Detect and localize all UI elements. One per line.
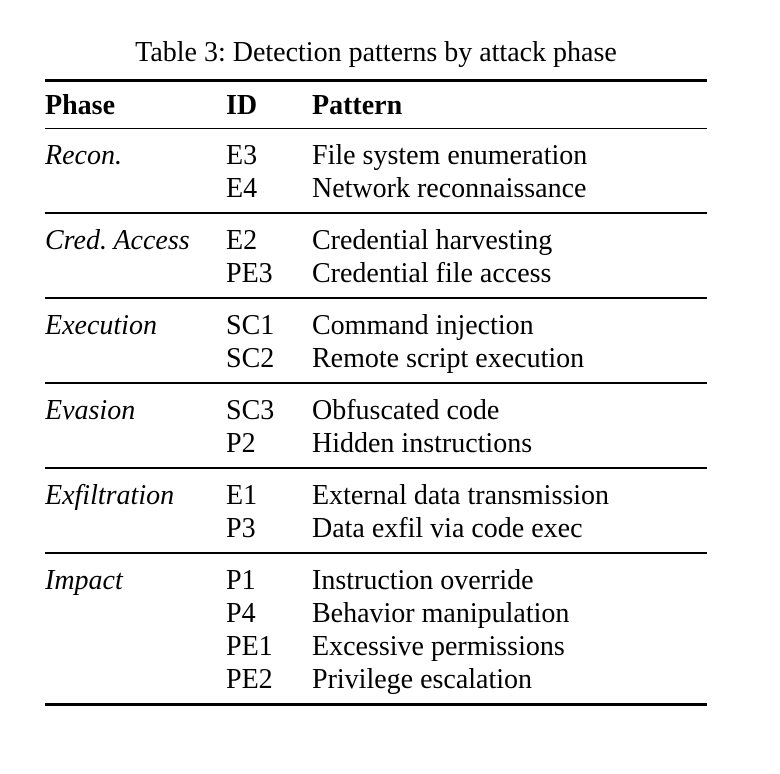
pattern-cell: File system enumeration: [312, 140, 588, 171]
phase-cell: [45, 342, 226, 383]
pattern-cell: Privilege escalation: [312, 664, 533, 695]
pattern-cell: Instruction override: [312, 565, 534, 596]
phase-cell: [45, 427, 226, 468]
id-cell: P4: [226, 598, 256, 629]
table-figure: Table 3: Detection patterns by attack ph…: [45, 36, 707, 706]
id-cell: E3: [226, 140, 258, 171]
table-caption: Table 3: Detection patterns by attack ph…: [135, 37, 617, 68]
id-cell: P3: [226, 513, 256, 544]
phase-cell: [45, 663, 226, 705]
table-row: P4 Behavior manipulation: [45, 597, 707, 630]
id-cell: E2: [226, 225, 258, 256]
id-cell: PE1: [226, 631, 273, 662]
table-row: Evasion SC3 Obfuscated code: [45, 383, 707, 427]
table-row: E4 Network reconnaissance: [45, 172, 707, 213]
table-row: PE1 Excessive permissions: [45, 630, 707, 663]
pattern-cell: Network reconnaissance: [312, 173, 587, 204]
id-cell: SC2: [226, 343, 275, 374]
table-row: PE2 Privilege escalation: [45, 663, 707, 705]
phase-cell: Exfiltration: [45, 480, 175, 511]
pattern-cell: Data exfil via code exec: [312, 513, 583, 544]
header-row: Phase ID Pattern: [45, 81, 707, 129]
pattern-cell: Credential file access: [312, 258, 552, 289]
id-cell: PE3: [226, 258, 273, 289]
col-header-id: ID: [226, 90, 258, 121]
phase-cell: [45, 512, 226, 553]
table-row: SC2 Remote script execution: [45, 342, 707, 383]
phase-cell: Execution: [45, 310, 157, 341]
id-cell: P1: [226, 565, 256, 596]
pattern-cell: Behavior manipulation: [312, 598, 570, 629]
col-header-pattern: Pattern: [312, 90, 403, 121]
phase-cell: Cred. Access: [45, 225, 190, 256]
id-cell: PE2: [226, 664, 273, 695]
table-row: Impact P1 Instruction override: [45, 553, 707, 597]
table-row: Execution SC1 Command injection: [45, 298, 707, 342]
pattern-cell: Obfuscated code: [312, 395, 500, 426]
pattern-cell: Excessive permissions: [312, 631, 565, 662]
phase-cell: Recon.: [45, 140, 122, 171]
phase-cell: Evasion: [45, 395, 136, 426]
id-cell: SC1: [226, 310, 275, 341]
pattern-cell: Hidden instructions: [312, 428, 533, 459]
detection-patterns-table: Phase ID Pattern Recon. E3 File system enu…: [45, 79, 707, 706]
id-cell: E4: [226, 173, 258, 204]
table-row: P3 Data exfil via code exec: [45, 512, 707, 553]
phase-cell: [45, 257, 226, 298]
table-row: PE3 Credential file access: [45, 257, 707, 298]
table-row: P2 Hidden instructions: [45, 427, 707, 468]
id-cell: P2: [226, 428, 256, 459]
pattern-cell: Remote script execution: [312, 343, 585, 374]
table-row: Exfiltration E1 External data transmission: [45, 468, 707, 512]
phase-cell: [45, 630, 226, 663]
pattern-cell: External data transmission: [312, 480, 610, 511]
pattern-cell: Command injection: [312, 310, 534, 341]
phase-group: Exfiltration E1 External data transmission…: [45, 468, 707, 553]
phase-cell: Impact: [45, 565, 123, 596]
table-row: Cred. Access E2 Credential harvesting: [45, 213, 707, 257]
table-header: Phase ID Pattern: [45, 81, 707, 129]
phase-cell: [45, 172, 226, 213]
pattern-cell: Credential harvesting: [312, 225, 553, 256]
col-header-phase: Phase: [45, 90, 115, 121]
table-row: Recon. E3 File system enumeration: [45, 129, 707, 173]
id-cell: E1: [226, 480, 258, 511]
id-cell: SC3: [226, 395, 275, 426]
phase-cell: [45, 597, 226, 630]
